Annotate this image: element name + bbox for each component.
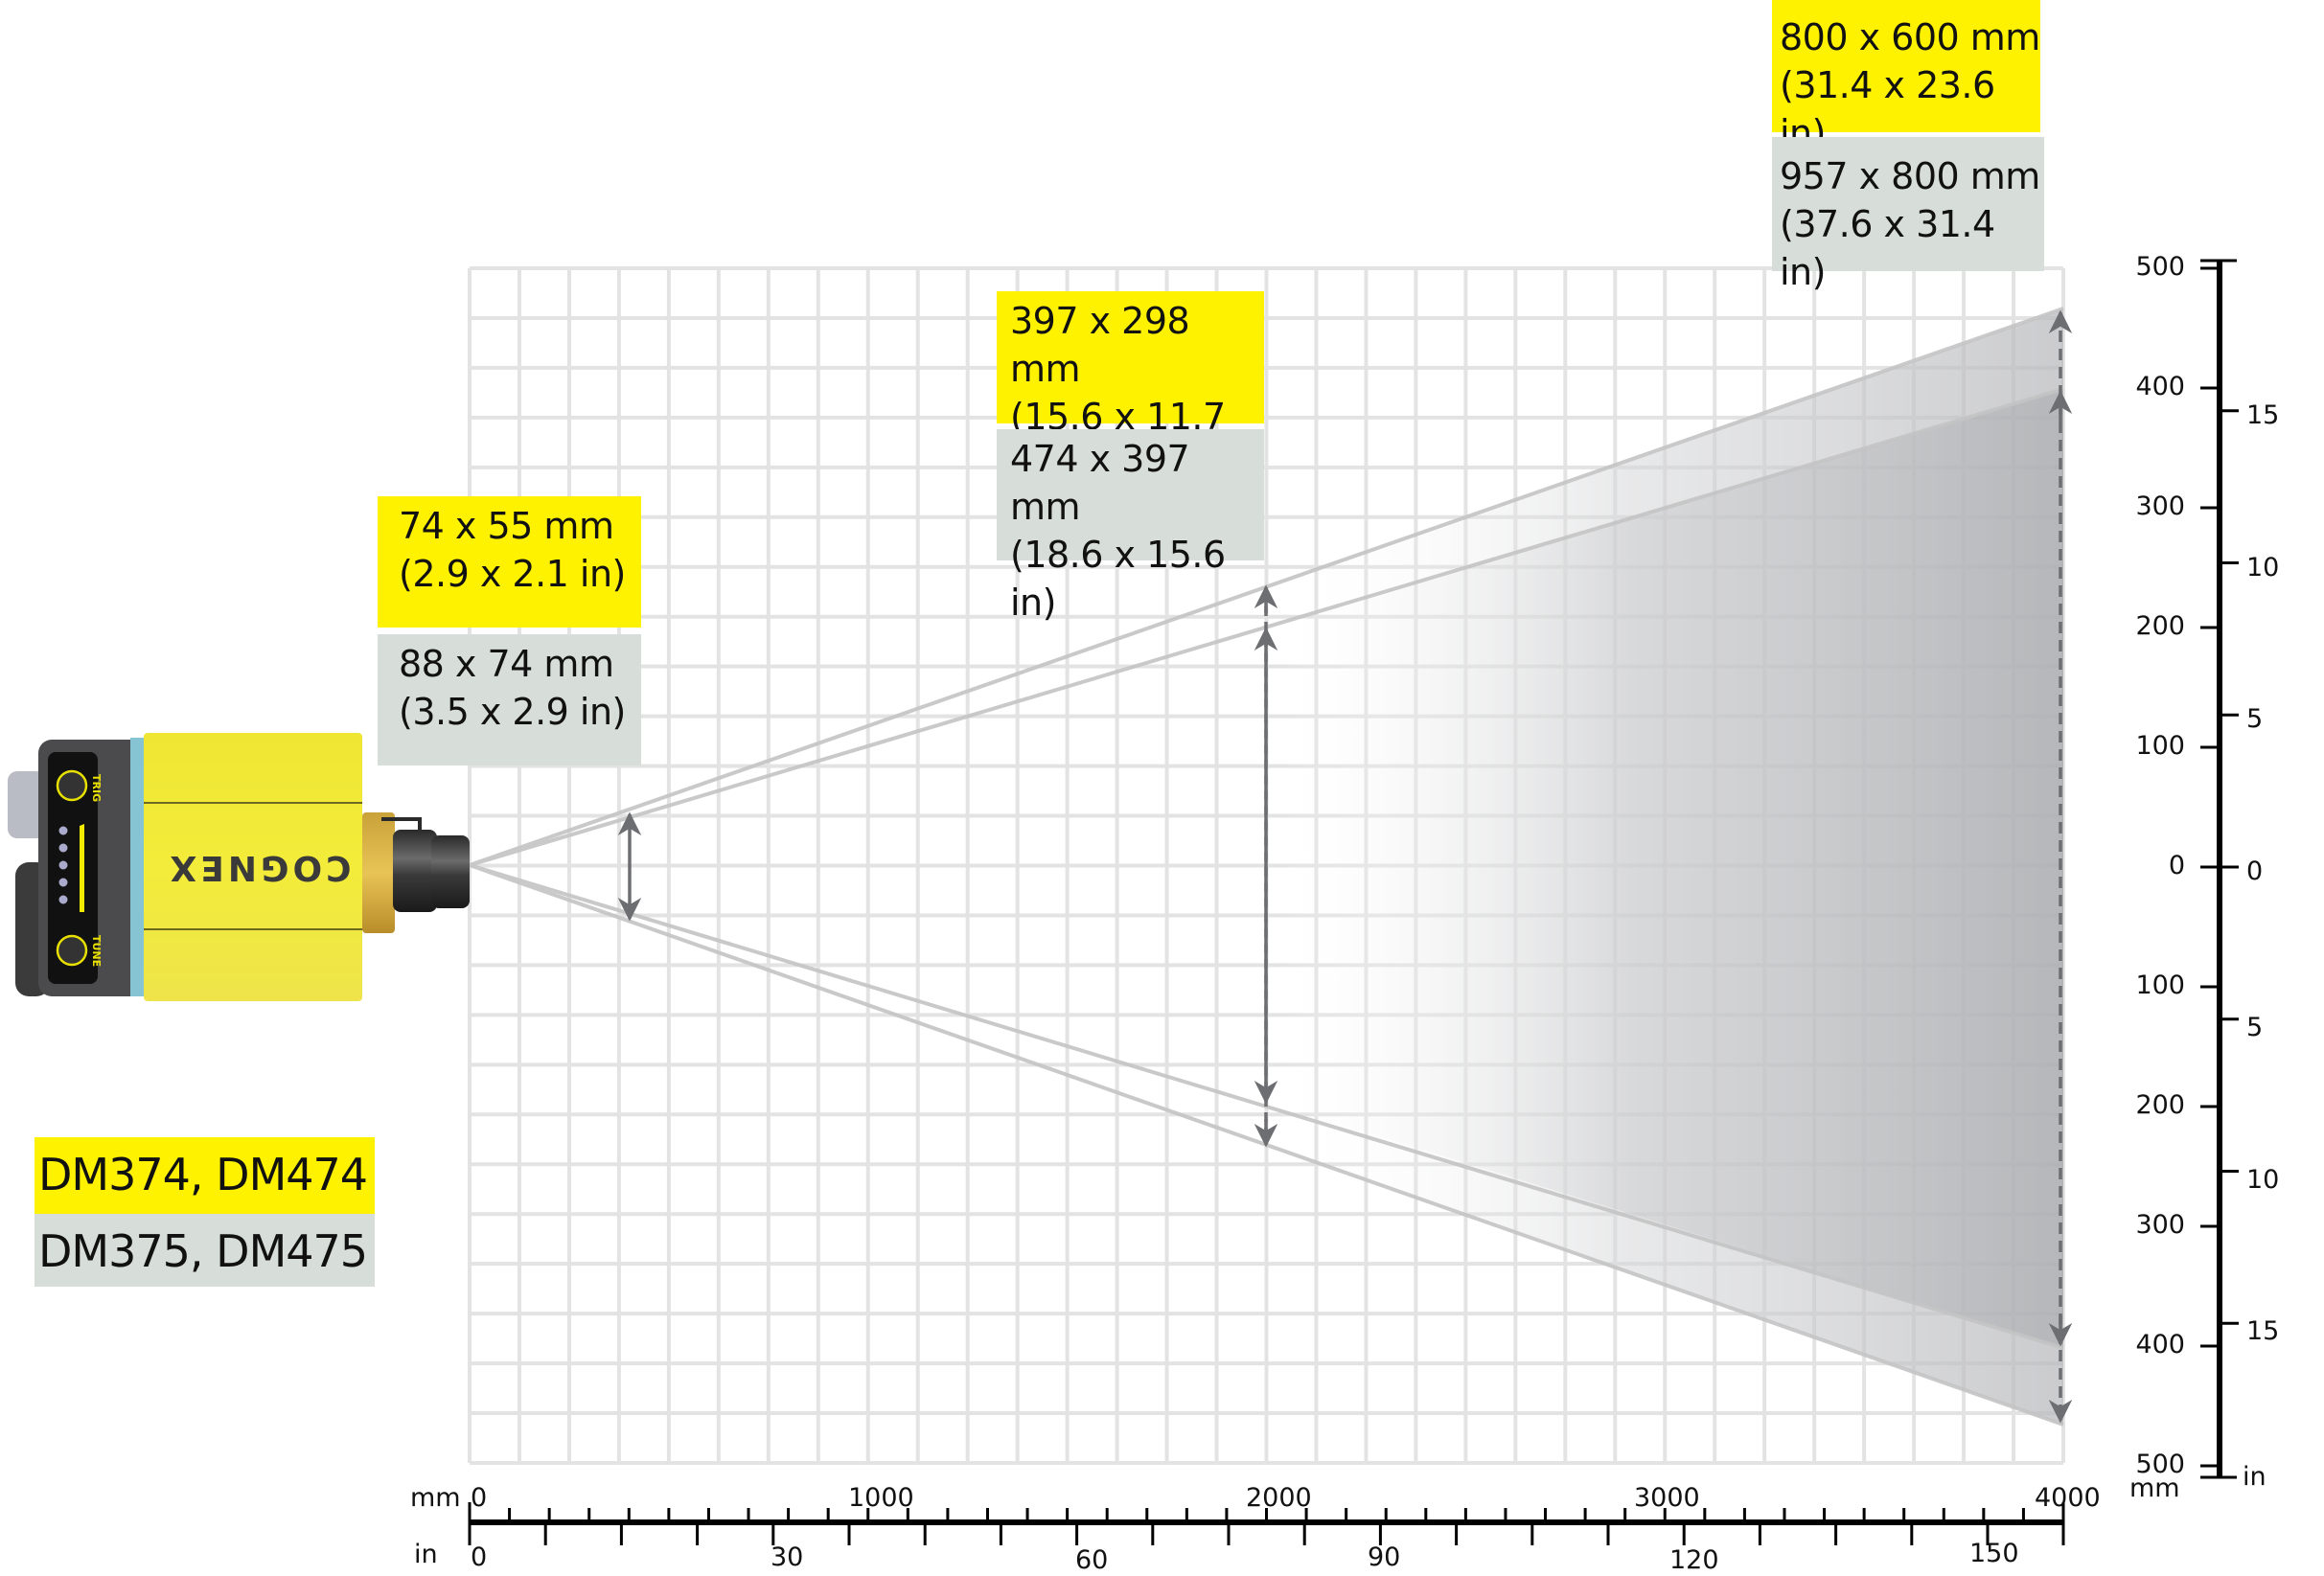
x-tick-mm-0: 0 bbox=[471, 1483, 488, 1513]
fov-in: (3.5 x 2.9 in) bbox=[399, 691, 626, 733]
fov-in: (37.6 x 31.4 in) bbox=[1780, 203, 1995, 293]
trig-label: TRIG bbox=[90, 774, 103, 803]
y-tick-mm-neg-100: 100 bbox=[2135, 971, 2185, 1000]
x-axis-mm-unit: mm bbox=[410, 1483, 461, 1513]
lens-collar bbox=[362, 812, 395, 933]
y-tick-mm-0: 0 bbox=[2168, 851, 2185, 880]
y-tick-in-15: 15 bbox=[2246, 400, 2280, 430]
callout-4000-yellow: 800 x 600 mm (31.4 x 23.6 in) bbox=[1772, 0, 2040, 154]
callout-250-gray: 88 x 74 mm (3.5 x 2.9 in) bbox=[378, 634, 641, 765]
y-tick-in-neg-15: 15 bbox=[2246, 1316, 2280, 1347]
x-axis-in-unit: in bbox=[414, 1540, 438, 1569]
y-tick-mm-neg-500: 500 bbox=[2135, 1450, 2185, 1479]
y-tick-mm-200: 200 bbox=[2135, 611, 2185, 641]
tune-label: TUNE bbox=[90, 935, 103, 968]
x-tick-in-30: 30 bbox=[771, 1542, 804, 1572]
camera-body bbox=[144, 733, 362, 1001]
y-tick-mm-400: 400 bbox=[2135, 372, 2185, 401]
fov-mm: 397 x 298 mm bbox=[1010, 300, 1190, 390]
lens-front bbox=[431, 835, 470, 908]
indicator-panel bbox=[48, 752, 98, 984]
x-tick-mm-3000: 3000 bbox=[1634, 1483, 1700, 1513]
fov-mm: 474 x 397 mm bbox=[1010, 438, 1190, 528]
brand-logo: COGNEX bbox=[166, 848, 352, 887]
y-tick-in-10: 10 bbox=[2246, 552, 2280, 582]
y-tick-mm-neg-300: 300 bbox=[2135, 1210, 2185, 1240]
connector-icon bbox=[8, 771, 46, 838]
callout-4000-gray: 957 x 800 mm (37.6 x 31.4 in) bbox=[1772, 137, 2044, 293]
fov-in: (31.4 x 23.6 in) bbox=[1780, 64, 1995, 154]
x-tick-mm-1000: 1000 bbox=[848, 1483, 914, 1513]
x-tick-in-60: 60 bbox=[1075, 1545, 1109, 1575]
window-glass bbox=[130, 738, 146, 996]
fov-mm: 957 x 800 mm bbox=[1780, 155, 2040, 197]
x-axis bbox=[468, 1502, 2065, 1545]
y-tick-in-neg-10: 10 bbox=[2246, 1164, 2280, 1195]
legend-item-dm375: DM375, DM475 bbox=[35, 1214, 375, 1287]
y-tick-mm-300: 300 bbox=[2135, 491, 2185, 521]
y-tick-mm-neg-400: 400 bbox=[2135, 1330, 2185, 1359]
callout-250-yellow: 74 x 55 mm (2.9 x 2.1 in) bbox=[378, 496, 641, 628]
callout-2000-gray: 474 x 397 mm (18.6 x 15.6 in) bbox=[997, 429, 1264, 624]
callout-2000-yellow: 397 x 298 mm (15.6 x 11.7 in) bbox=[997, 291, 1264, 486]
y-tick-in-0: 0 bbox=[2246, 857, 2264, 886]
x-tick-mm-4000: 4000 bbox=[2035, 1483, 2101, 1513]
y-axis-mm-unit: mm bbox=[2129, 1473, 2180, 1503]
fov-in: (18.6 x 15.6 in) bbox=[1010, 534, 1226, 624]
inner-beam-fill bbox=[1275, 389, 2063, 1348]
fov-in: (2.9 x 2.1 in) bbox=[399, 553, 626, 595]
legend-item-dm374: DM374, DM474 bbox=[35, 1137, 375, 1214]
fov-mm: 88 x 74 mm bbox=[399, 643, 614, 685]
y-tick-mm-500: 500 bbox=[2135, 252, 2185, 282]
y-axis bbox=[2200, 259, 2239, 1479]
fov-mm: 74 x 55 mm bbox=[399, 505, 614, 547]
y-axis-in-unit: in bbox=[2243, 1462, 2266, 1492]
fov-mm: 800 x 600 mm bbox=[1780, 16, 2040, 58]
x-tick-in-0: 0 bbox=[471, 1542, 488, 1572]
y-tick-mm-neg-200: 200 bbox=[2135, 1090, 2185, 1120]
lens-barrel bbox=[393, 830, 437, 912]
x-tick-in-120: 120 bbox=[1669, 1545, 1719, 1575]
trig-button bbox=[56, 769, 88, 802]
x-tick-in-150: 150 bbox=[1969, 1539, 2019, 1568]
signal-bar bbox=[80, 824, 84, 912]
x-tick-mm-2000: 2000 bbox=[1246, 1483, 1312, 1513]
y-tick-mm-100: 100 bbox=[2135, 731, 2185, 761]
x-tick-in-90: 90 bbox=[1368, 1542, 1401, 1572]
camera-device bbox=[8, 733, 470, 1001]
tune-button bbox=[56, 934, 88, 967]
y-tick-in-5: 5 bbox=[2246, 704, 2264, 735]
status-leds bbox=[58, 826, 68, 904]
dimension-arrows bbox=[617, 309, 2073, 1424]
y-tick-in-neg-5: 5 bbox=[2246, 1012, 2264, 1042]
